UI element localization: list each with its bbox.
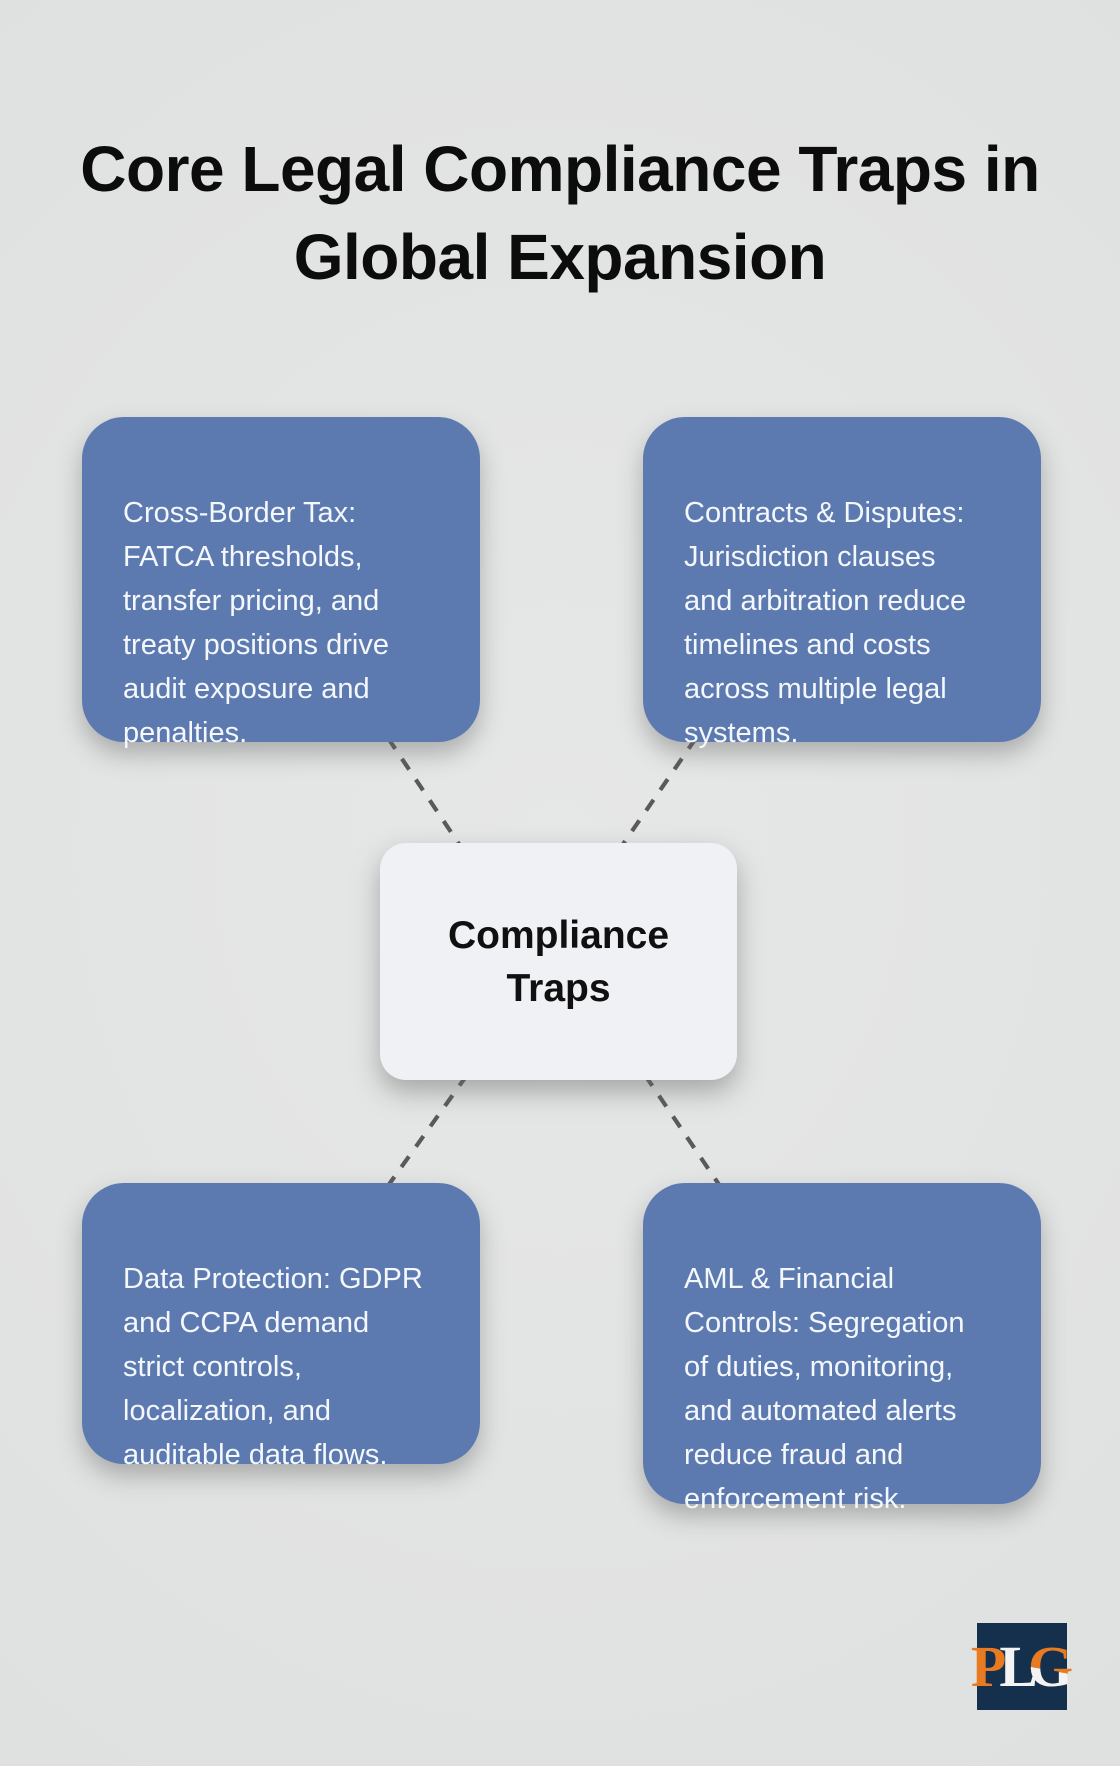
center-node-label: Compliance Traps [447, 913, 670, 1010]
logo-letter-p: P [970, 1633, 1007, 1699]
card-cross-border-tax: Cross-Border Tax: FATCA thresholds, tran… [82, 417, 480, 749]
page-title: Core Legal Compliance Traps in Global Ex… [80, 132, 1040, 293]
card-data-protection-text: Data Protection: GDPR and CCPA demand st… [123, 1263, 423, 1471]
card-contracts-disputes-text: Contracts & Disputes: Jurisdiction claus… [684, 497, 967, 749]
logo-letter-l: L [999, 1633, 1038, 1699]
card-aml-financial-controls-text: AML & Financial Controls: Segregation of… [684, 1263, 965, 1515]
connector-line-bottom-left [383, 1073, 469, 1192]
connector-line-top-left [386, 736, 465, 852]
card-contracts-disputes: Contracts & Disputes: Jurisdiction claus… [643, 417, 1041, 749]
card-data-protection: Data Protection: GDPR and CCPA demand st… [82, 1183, 480, 1471]
connector-line-top-right [617, 736, 698, 852]
connector-line-bottom-right [643, 1073, 726, 1194]
card-aml-financial-controls: AML & Financial Controls: Segregation of… [643, 1183, 1041, 1515]
center-node: Compliance Traps [380, 843, 737, 1080]
card-cross-border-tax-text: Cross-Border Tax: FATCA thresholds, tran… [123, 497, 389, 749]
